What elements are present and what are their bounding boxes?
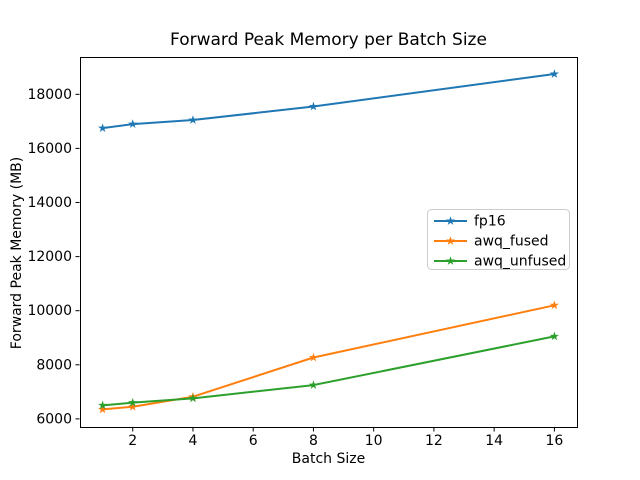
series-line-awq_unfused — [102, 335, 555, 407]
series-line-awq_fused — [102, 304, 555, 411]
legend-marker-awq_unfused — [445, 256, 456, 265]
series-marker-awq_unfused — [98, 400, 108, 410]
y-tick-label: 16000 — [27, 141, 72, 157]
series-marker-awq_unfused — [308, 380, 318, 389]
series-marker-fp16 — [128, 119, 138, 128]
y-tick-label: 18000 — [27, 87, 72, 103]
y-tick-label: 14000 — [27, 195, 72, 211]
series-line-fp16 — [102, 73, 555, 130]
series-marker-awq_fused — [549, 300, 559, 310]
series-marker-awq_fused — [308, 352, 318, 362]
series-marker-awq_unfused — [128, 397, 138, 407]
series-marker-awq_unfused — [549, 331, 559, 341]
x-tick-label: 6 — [249, 433, 258, 449]
series-marker-fp16 — [188, 115, 198, 124]
x-axis-label: Batch Size — [291, 451, 366, 467]
series-marker-awq_unfused — [188, 393, 198, 403]
y-tick-label: 10000 — [27, 303, 72, 319]
x-tick-label: 16 — [545, 433, 563, 449]
legend-marker-fp16 — [445, 216, 456, 225]
y-tick-label: 12000 — [27, 249, 72, 265]
series-marker-fp16 — [98, 123, 108, 133]
legend-label-awq_fused: awq_fused — [474, 234, 549, 250]
plot-border — [80, 57, 578, 428]
legend-label-awq_unfused: awq_unfused — [474, 254, 566, 270]
x-tick-label: 8 — [309, 433, 318, 449]
x-tick-label: 4 — [188, 433, 197, 449]
x-tick-label: 12 — [425, 433, 443, 449]
series-marker-awq_fused — [128, 401, 138, 411]
legend-marker-awq_fused — [445, 236, 456, 245]
legend-box — [427, 209, 570, 270]
legend-label-fp16: fp16 — [474, 214, 506, 230]
x-tick-label: 10 — [365, 433, 383, 449]
y-tick-label: 6000 — [36, 411, 72, 427]
x-tick-label: 14 — [485, 433, 503, 449]
series-marker-fp16 — [308, 101, 318, 111]
chart-title: Forward Peak Memory per Batch Size — [170, 30, 487, 50]
y-tick-label: 8000 — [36, 357, 72, 373]
series-marker-fp16 — [549, 69, 559, 78]
x-tick-label: 2 — [128, 433, 137, 449]
series-marker-awq_fused — [98, 404, 108, 414]
